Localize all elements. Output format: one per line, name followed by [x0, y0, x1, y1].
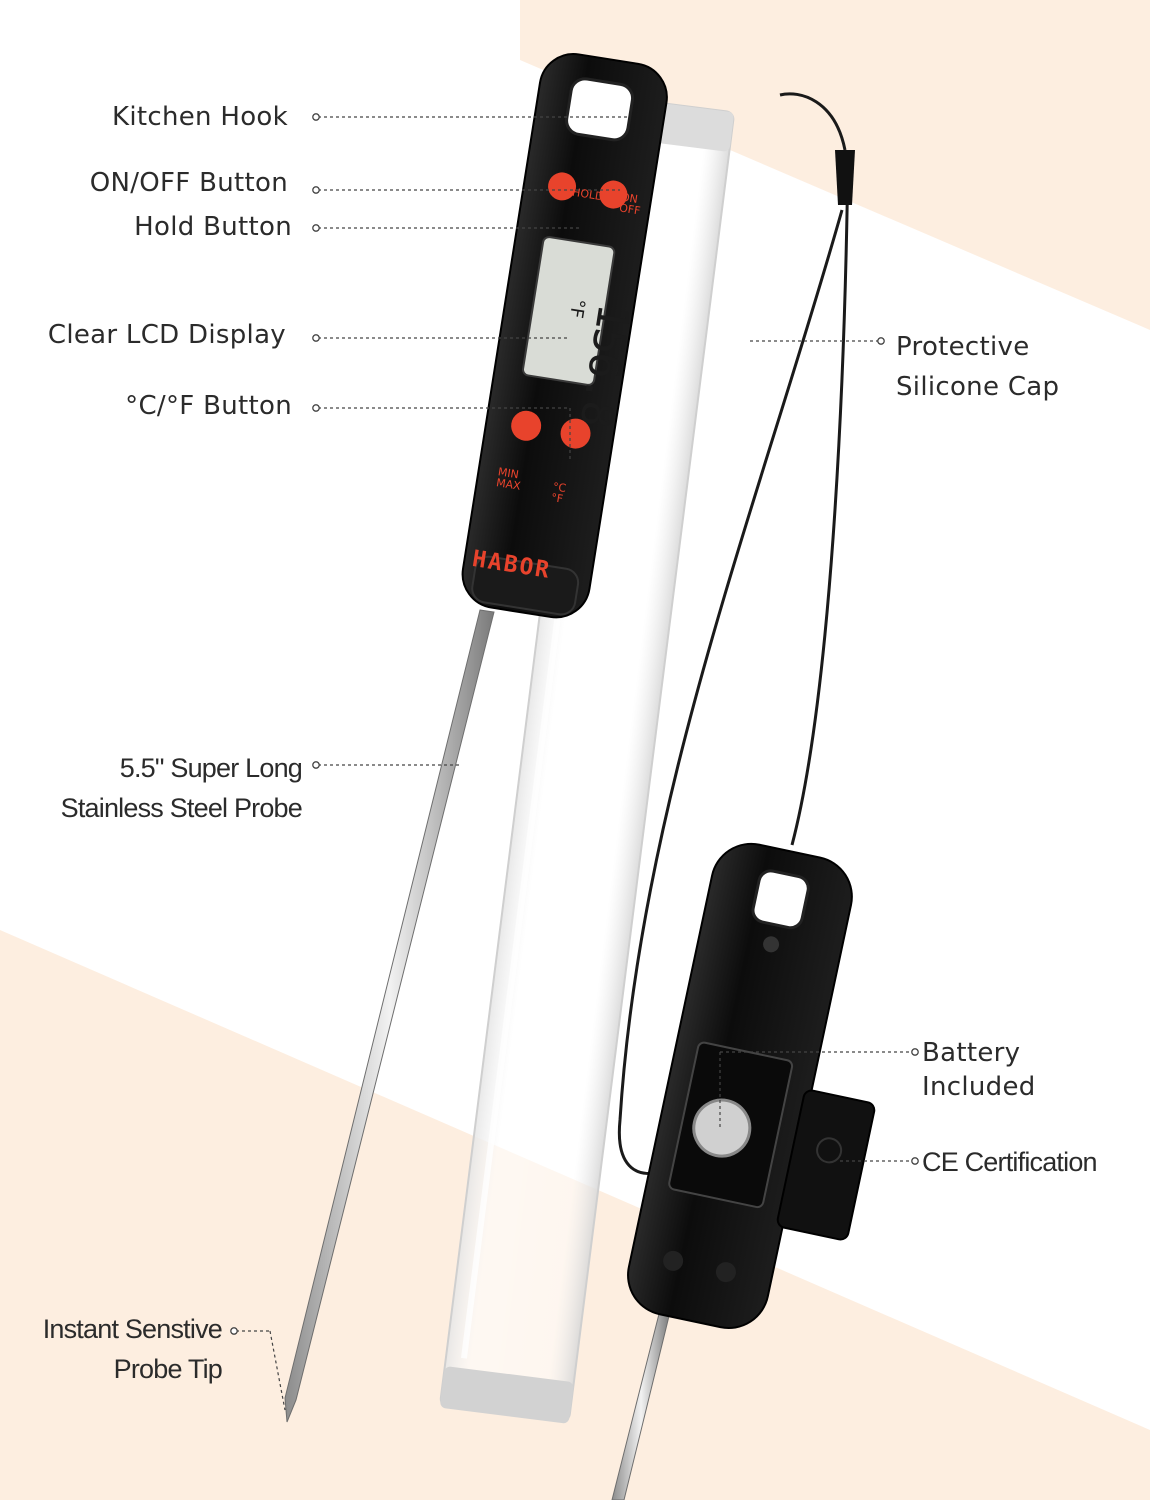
second-thermometer — [627, 842, 853, 1330]
lanyard-cord-2 — [617, 209, 844, 1175]
label-kitchen-hook: Kitchen Hook — [111, 102, 288, 132]
lanyard-cord — [790, 149, 850, 846]
label-probe: 5.5" Super Long Stainless Steel Probe — [60, 748, 303, 828]
minmax-button-text: MIN MAX — [495, 465, 522, 493]
label-cap-line2: Silicone Cap — [896, 372, 1060, 402]
label-battery-line2: Included — [922, 1072, 1036, 1102]
label-ce-certification: CE Certification — [922, 1147, 1098, 1177]
label-probe-line1: 5.5" Super Long — [119, 753, 303, 783]
battery-cover — [776, 1089, 876, 1241]
label-battery: Battery Included — [922, 1036, 1036, 1104]
label-lcd-display: Clear LCD Display — [47, 320, 286, 350]
lcd-unit: °F — [565, 297, 589, 320]
coin-battery — [692, 1098, 752, 1158]
main-thermometer — [461, 53, 668, 619]
lcd-reading-group: 156.8 °F — [525, 293, 639, 429]
label-hold-button: Hold Button — [134, 212, 292, 242]
label-tip-line2: Probe Tip — [113, 1354, 223, 1384]
label-battery-line1: Battery — [922, 1038, 1021, 1068]
background-band-top — [520, 0, 1150, 330]
label-cap-line1: Protective — [896, 332, 1030, 362]
main-probe — [284, 609, 495, 1423]
label-unit-button: °C/°F Button — [125, 391, 292, 421]
label-on-off-button: ON/OFF Button — [89, 168, 288, 198]
label-probe-line2: Stainless Steel Probe — [60, 793, 303, 823]
onoff-button-text: ON OFF — [618, 190, 642, 218]
label-tip-line1: Instant Senstive — [42, 1314, 223, 1344]
label-silicone-cap: Protective Silicone Cap — [896, 327, 1059, 407]
label-probe-tip: Instant Senstive Probe Tip — [42, 1309, 223, 1389]
